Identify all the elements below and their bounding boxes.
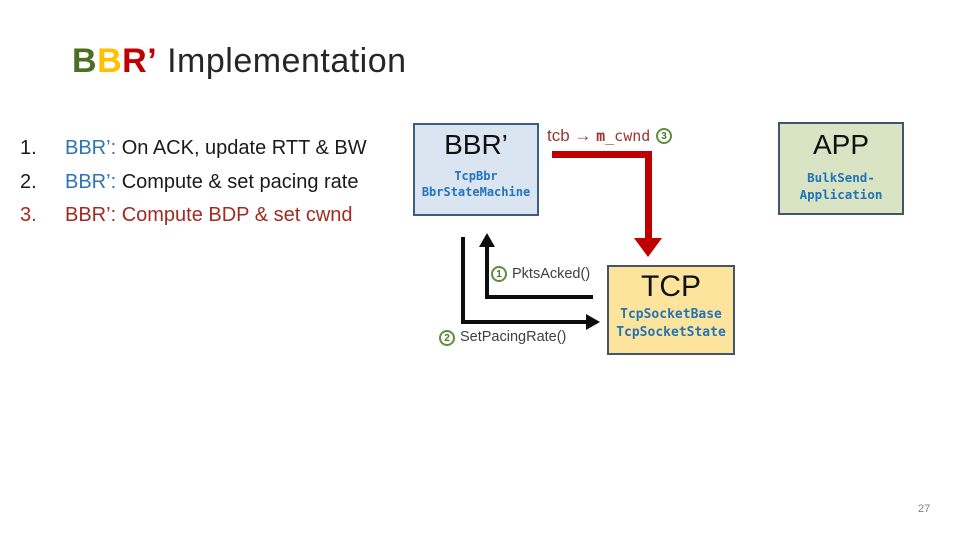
cwnd-label-prefix: tcb → [547,126,597,145]
list-prefix: BBR’: [65,204,122,227]
setpacingrate-arrow-right-arrowhead-icon [586,314,600,330]
title-letter-b1: B [72,42,98,80]
setpacingrate-label: SetPacingRate() [460,329,567,345]
list-number: 2. [20,170,37,193]
cwnd-arrow-label: tcb → m_cwnd [547,126,650,146]
tcp-class-name-2: TcpSocketState [616,325,726,340]
setpacingrate-arrow-horizontal-segment [461,320,586,324]
pktsacked-arrow-horizontal-segment [485,295,593,299]
pktsacked-arrow-vertical-segment [485,246,489,299]
list-text: Compute BDP & set cwnd [121,204,353,227]
pktsacked-arrow-up-arrowhead-icon [479,233,495,247]
pktsacked-label: PktsAcked() [512,266,591,282]
step-1-badge: 1 [491,266,507,282]
title-apostrophe: ’ [147,42,158,80]
list-item-3: 3. BBR’: Compute BDP & set cwnd [20,199,420,233]
bbr-class-name-1: TcpBbr [454,168,498,183]
list-prefix: BBR’: [65,170,122,193]
list-text: On ACK, update RTT & BW [121,137,367,160]
list-item-1: 1. BBR’: On ACK, update RTT & BW [20,132,420,166]
app-class-name-2: Application [799,186,883,202]
app-class-name-1: BulkSend- [807,169,875,185]
bbr-component-box: BBR’ TcpBbr BbrStateMachine [413,123,539,216]
title-rest: Implementation [157,42,407,80]
bullet-list: 1. BBR’: On ACK, update RTT & BW 2. BBR’… [20,132,420,233]
title-letter-r: R [122,42,148,80]
tcp-component-box: TCP TcpSocketBase TcpSocketState [607,265,735,355]
list-number: 3. [20,204,37,227]
list-prefix: BBR’: [65,137,122,160]
cwnd-label-code-rest: _cwnd [605,127,651,145]
step-2-badge: 2 [439,330,455,346]
cwnd-arrow-down-arrowhead-icon [634,238,662,257]
setpacingrate-arrow-vertical-segment [461,237,465,324]
cwnd-arrow-horizontal-segment [552,151,652,158]
bbr-box-title: BBR’ [444,129,508,160]
tcp-box-title: TCP [641,270,701,303]
step-3-badge: 3 [656,128,672,144]
app-box-title: APP [812,129,870,160]
page-title: BBR’ Implementation [72,42,407,81]
list-item-2: 2. BBR’: Compute & set pacing rate [20,166,420,200]
cwnd-label-code-bold: m [596,127,606,145]
cwnd-arrow-vertical-segment [645,151,652,238]
app-component-box: APP BulkSend- Application [778,122,904,215]
title-letter-b2: B [97,42,123,80]
list-number: 1. [20,137,37,160]
tcp-class-name-1: TcpSocketBase [620,307,722,322]
bbr-class-name-2: BbrStateMachine [421,184,531,199]
slide-page-number: 27 [918,503,931,515]
list-text: Compute & set pacing rate [121,170,359,193]
